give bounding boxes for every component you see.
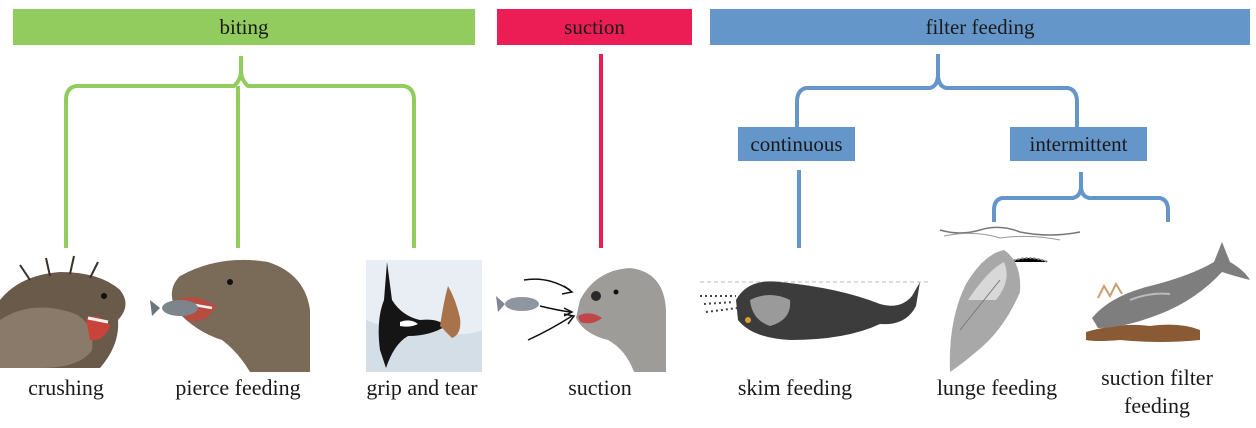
lunge-feeding-label: lunge feeding: [936, 375, 1058, 400]
gray-whale-suction-filter-illustration: [1086, 242, 1250, 342]
sea-lion-pierce-feeding-illustration: [150, 259, 310, 372]
grip-and-tear-label: grip and tear: [366, 375, 478, 400]
seal-suction-illustration: [496, 268, 666, 372]
skim-feeding-label: skim feeding: [737, 375, 853, 400]
suction-header-label: suction: [564, 14, 625, 39]
suction-label: suction: [568, 375, 632, 400]
suction-header: suction: [497, 9, 692, 45]
intermittent-header-label: intermittent: [1029, 131, 1128, 156]
biting-header-label: biting: [219, 14, 269, 39]
continuous-header-label: continuous: [750, 131, 843, 156]
crushing-label: crushing: [28, 375, 104, 400]
filter-feeding-header: filter feeding: [710, 9, 1250, 45]
pierce-feeding-label: pierce feeding: [175, 375, 301, 400]
filter-feeding-header-label: filter feeding: [925, 14, 1035, 39]
biting-bracket: [64, 56, 416, 248]
intermittent-header: intermittent: [1010, 127, 1147, 161]
continuous-header: continuous: [738, 127, 855, 161]
fur-seal-crushing-illustration: [0, 255, 126, 368]
filter-bracket: [795, 54, 1170, 248]
suction-filter-feeding-line1: suction filter: [1101, 365, 1213, 390]
rorqual-lunge-feeding-illustration: [939, 226, 1081, 372]
orca-grip-and-tear-illustration: [366, 260, 482, 372]
biting-header: biting: [13, 9, 475, 45]
right-whale-skim-feeding-illustration: [700, 281, 928, 340]
suction-filter-feeding-label: suction filter feeding: [1082, 364, 1232, 420]
suction-filter-feeding-line2: feeding: [1124, 393, 1190, 418]
